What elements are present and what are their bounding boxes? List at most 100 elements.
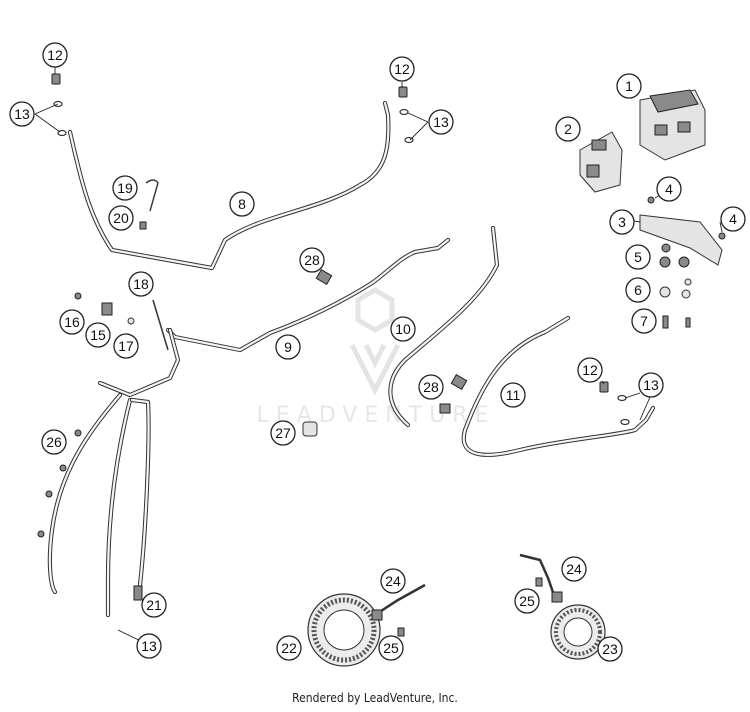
callout-label-13d: 13 (141, 638, 157, 654)
callout-4a: 4 (656, 176, 682, 202)
callout-label-1: 1 (625, 78, 633, 94)
callout-label-13a: 13 (14, 106, 30, 122)
callout-label-4a: 4 (665, 181, 673, 197)
callout-label-20: 20 (113, 210, 129, 226)
bolt-4b (718, 232, 726, 240)
seal-rings-13b (399, 108, 414, 144)
fitting-28c (439, 403, 451, 414)
callout-8: 8 (229, 191, 255, 217)
callout-label-28b: 28 (423, 379, 439, 395)
clip-19 (145, 179, 159, 212)
sensor-18 (152, 299, 169, 351)
fitting-27 (302, 421, 318, 437)
callout-10: 10 (390, 316, 416, 342)
adapters-26 (37, 429, 82, 538)
callout-24b: 24 (561, 556, 587, 582)
callout-label-28a: 28 (304, 252, 320, 268)
callout-label-13b: 13 (433, 114, 449, 130)
callout-label-17: 17 (118, 338, 134, 354)
callout-label-9: 9 (284, 339, 292, 355)
callout-label-15: 15 (90, 327, 106, 343)
callout-label-5: 5 (634, 249, 642, 265)
callout-label-2: 2 (564, 121, 572, 137)
fitting-28a (315, 268, 333, 286)
abs-hydraulic-unit (639, 89, 706, 161)
callout-22: 22 (276, 635, 302, 661)
callout-19: 19 (112, 175, 138, 201)
callout-28a: 28 (299, 247, 325, 273)
callout-3: 3 (609, 209, 635, 235)
callout-9: 9 (275, 334, 301, 360)
callout-label-10: 10 (395, 321, 411, 337)
callout-label-12a: 12 (47, 47, 63, 63)
callout-label-25a: 25 (383, 640, 399, 656)
callout-27: 27 (270, 420, 296, 446)
callout-13b: 13 (428, 109, 454, 135)
seal-rings-13c (617, 394, 630, 426)
grommets-5 (659, 243, 690, 268)
screw-25a (397, 627, 405, 637)
callout-label-3: 3 (618, 214, 626, 230)
sensor-ring-22 (307, 593, 381, 667)
callout-label-25b: 25 (519, 593, 535, 609)
fitting-28b (450, 373, 468, 391)
callout-28b: 28 (418, 374, 444, 400)
callout-2: 2 (555, 116, 581, 142)
callout-label-11: 11 (506, 387, 521, 403)
hoses (47, 100, 656, 618)
callout-13d: 13 (136, 633, 162, 659)
callout-label-7: 7 (640, 313, 648, 329)
wheel-speed-sensor-24a (371, 583, 426, 621)
callouts: 1 2 3 4 4 5 6 7 8 9 10 11 12 12 12 13 13… (9, 42, 746, 662)
callout-12b: 12 (389, 56, 415, 82)
callout-18: 18 (128, 271, 154, 297)
callout-label-23: 23 (602, 641, 618, 657)
wheel-speed-sensor-24b (519, 553, 563, 603)
fitting-15 (101, 302, 113, 316)
callout-label-13c: 13 (643, 377, 659, 393)
callout-label-22: 22 (281, 640, 297, 656)
screw-25b (535, 577, 543, 587)
banjo-bolt-12c (599, 381, 609, 393)
parts (37, 73, 726, 667)
callout-12a: 12 (42, 42, 68, 68)
callout-25a: 25 (378, 635, 404, 661)
callout-label-24a: 24 (385, 573, 401, 589)
callout-13c: 13 (638, 372, 664, 398)
callout-5: 5 (625, 244, 651, 270)
callout-25b: 25 (514, 588, 540, 614)
callout-label-6: 6 (634, 282, 642, 298)
callout-23: 23 (597, 636, 623, 662)
nut-16 (74, 292, 82, 300)
screw-20 (139, 221, 147, 230)
callout-15: 15 (85, 322, 111, 348)
banjo-bolt-12a (51, 73, 61, 85)
callout-26: 26 (41, 429, 67, 455)
callout-16: 16 (59, 309, 85, 335)
callout-6: 6 (625, 277, 651, 303)
screws-7 (662, 315, 691, 329)
callout-label-27: 27 (275, 425, 291, 441)
callout-label-24b: 24 (566, 561, 582, 577)
seal-rings-13a (53, 100, 67, 137)
watermark-logo (349, 287, 401, 396)
footer-credit: Rendered by LeadVenture, Inc. (292, 691, 458, 705)
callout-11: 11 (500, 382, 526, 408)
watermark-text: LEADVENTURE (257, 403, 496, 428)
callout-7: 7 (631, 308, 657, 334)
callout-label-12b: 12 (394, 61, 410, 77)
callout-4b: 4 (720, 206, 746, 232)
callout-label-8: 8 (238, 196, 246, 212)
callout-20: 20 (108, 205, 134, 231)
callout-label-19: 19 (117, 180, 133, 196)
callout-24a: 24 (380, 568, 406, 594)
callout-1: 1 (616, 73, 642, 99)
washer-17 (127, 317, 135, 325)
callout-13a: 13 (9, 101, 35, 127)
callout-21: 21 (141, 592, 167, 618)
callout-12c: 12 (577, 357, 603, 383)
callout-label-18: 18 (133, 276, 149, 292)
callout-17: 17 (113, 333, 139, 359)
washers-6 (659, 278, 692, 299)
